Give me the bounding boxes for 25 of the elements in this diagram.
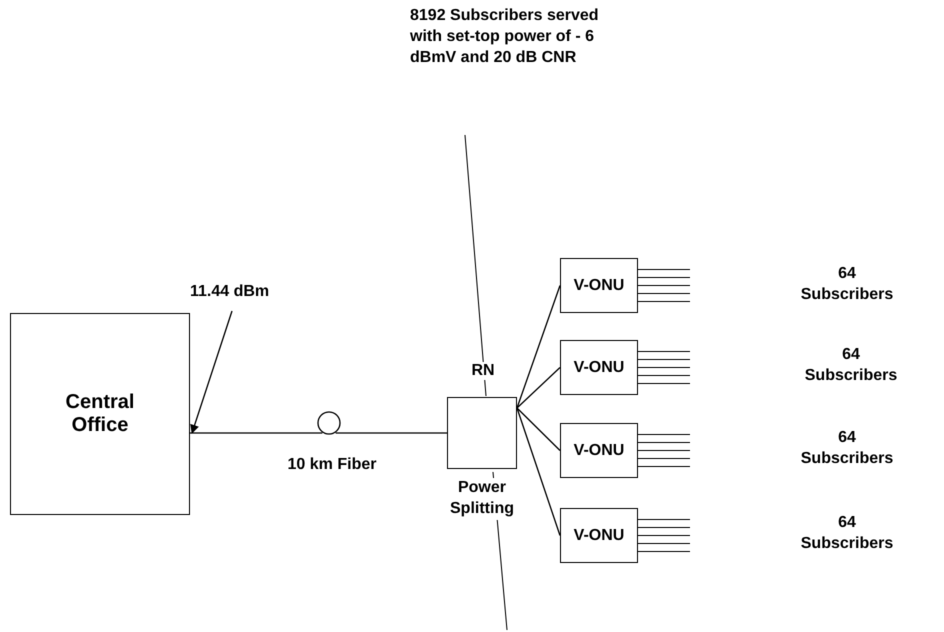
connector-line (516, 285, 561, 408)
central-office-box (10, 313, 190, 515)
arrow (190, 310, 233, 434)
connector-line (516, 367, 560, 408)
note-text: 8192 Subscribers served with set-top power of - 6 dBmV and 20 dB CNR (410, 6, 600, 68)
onu-box (560, 508, 638, 563)
fiber-coil-icon (317, 411, 341, 435)
note-text: 64 Subscribers (800, 513, 894, 554)
onu-box (560, 258, 638, 313)
onu-box (560, 423, 638, 478)
onu-box (560, 340, 638, 395)
connector-line (190, 432, 322, 434)
note-text: 64 Subscribers (800, 264, 894, 305)
node-label: V-ONU (574, 358, 624, 376)
connector-line (516, 408, 560, 451)
connector-line (516, 408, 561, 536)
node-label: Central Office (64, 391, 136, 437)
power-level-label: 11.44 dBm (190, 283, 290, 305)
node-label: V-ONU (574, 276, 624, 294)
connector-line (336, 432, 447, 434)
note-text: 64 Subscribers (800, 428, 894, 469)
node-label: V-ONU (574, 442, 624, 460)
node-label: V-ONU (574, 526, 624, 544)
note-text: 10 km Fiber (286, 455, 378, 475)
note-text: 64 Subscribers (804, 345, 898, 386)
